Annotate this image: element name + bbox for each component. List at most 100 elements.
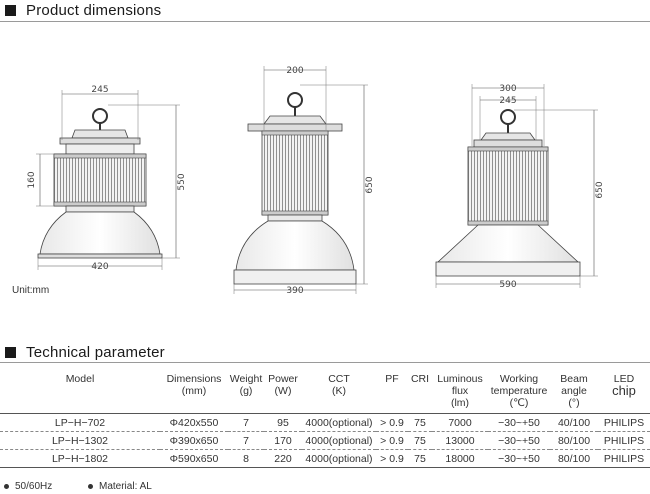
table-cell: PHILIPS <box>598 431 650 450</box>
bullet-icon <box>4 484 9 489</box>
column-header-line: Dimensions <box>166 373 222 385</box>
table-cell: 7000 <box>432 413 488 432</box>
column-header-line: (K) <box>332 385 346 397</box>
lamp-2-total-height: 650 <box>365 176 375 193</box>
column-header-line: Power <box>268 373 298 385</box>
lamp-1-total-height: 550 <box>177 173 187 190</box>
lamp-3-top-width-outer: 300 <box>499 84 516 94</box>
table-cell: LP−H−1802 <box>0 449 160 468</box>
column-header-line: (g) <box>239 385 253 397</box>
footer-note-text: 50/60Hz <box>15 481 53 492</box>
table-cell: LP−H−1302 <box>0 431 160 450</box>
table-cell: Φ390x650 <box>160 431 228 450</box>
bullet-icon <box>88 484 93 489</box>
technical-parameter-header: Technical parameter <box>5 344 165 361</box>
column-header-line: Beam <box>560 373 588 385</box>
section-divider <box>0 21 650 22</box>
table-cell: 75 <box>408 431 432 450</box>
footer-note-text: Material: AL <box>99 481 152 492</box>
column-header-line: (mm) <box>181 385 207 397</box>
table-cell: PHILIPS <box>598 413 650 432</box>
table-cell: 13000 <box>432 431 488 450</box>
lamp-3-bottom-width: 590 <box>499 280 516 290</box>
footer-note-frequency: 50/60Hz <box>4 481 52 492</box>
column-header-line: CCT <box>328 373 350 385</box>
hook-icon <box>92 108 108 124</box>
dimension-drawings: 245 160 550 420 200 650 39 <box>27 66 605 296</box>
column-header-line: (℃) <box>509 397 529 409</box>
column-header: CRI <box>408 371 432 414</box>
table-cell: 95 <box>264 413 302 432</box>
table-cell: 7 <box>228 431 264 450</box>
section-square-icon <box>5 347 16 358</box>
lamp-3-top-width-inner: 245 <box>499 96 516 106</box>
lamp-3-total-height: 650 <box>595 181 605 198</box>
column-header: Power(W) <box>264 371 302 414</box>
section-square-icon <box>5 5 16 16</box>
footer-note-material: Material: AL <box>88 481 152 492</box>
column-header: Dimensions(mm) <box>160 371 228 414</box>
column-header: Model <box>0 371 160 414</box>
table-cell: 75 <box>408 413 432 432</box>
column-header-line: (lm) <box>450 397 470 409</box>
table-cell: −30~+50 <box>488 449 550 468</box>
column-header-line: LED <box>613 373 635 385</box>
hook-icon <box>500 109 516 125</box>
column-header: Weight(g) <box>228 371 264 414</box>
lamp-2-drawing: 200 650 390 <box>233 66 375 296</box>
table-cell: 8 <box>228 449 264 468</box>
column-header-line: Luminous <box>437 373 483 385</box>
section-title: Technical parameter <box>26 344 165 361</box>
table-cell: 80/100 <box>550 431 598 450</box>
table-cell: 40/100 <box>550 413 598 432</box>
lamp-1-top-width: 245 <box>91 85 108 95</box>
lamp-1-drawing: 245 160 550 420 <box>27 85 187 272</box>
column-header-line: (W) <box>274 385 292 397</box>
section-title: Product dimensions <box>26 2 162 19</box>
table-cell: 170 <box>264 431 302 450</box>
column-header-line: angle <box>561 385 587 397</box>
column-header-line: (°) <box>568 397 580 409</box>
column-header-line: flux <box>451 385 469 397</box>
section-divider <box>0 362 650 363</box>
table-cell: 220 <box>264 449 302 468</box>
table-cell: 18000 <box>432 449 488 468</box>
lamp-2-top-width: 200 <box>286 66 303 76</box>
hook-icon <box>287 92 303 108</box>
column-header-line: Working <box>499 373 539 385</box>
table-cell: Φ420x550 <box>160 413 228 432</box>
column-header-line: temperature <box>490 385 548 397</box>
column-header: PF <box>376 371 408 414</box>
table-cell: 4000(optional) <box>302 431 376 450</box>
product-dimensions-header: Product dimensions <box>5 2 161 19</box>
column-header-line: Model <box>65 373 95 385</box>
column-header-line: CRI <box>410 373 430 385</box>
table-cell: −30~+50 <box>488 413 550 432</box>
lamp-3-drawing: 300 245 650 590 <box>435 84 605 290</box>
lamp-2-bottom-width: 390 <box>286 286 303 296</box>
table-cell: 75 <box>408 449 432 468</box>
column-header: CCT(K) <box>302 371 376 414</box>
table-cell: −30~+50 <box>488 431 550 450</box>
column-header-line: chip <box>612 383 636 398</box>
column-header-line: PF <box>385 373 399 385</box>
table-cell: 80/100 <box>550 449 598 468</box>
table-cell: 4000(optional) <box>302 449 376 468</box>
table-cell: 7 <box>228 413 264 432</box>
table-cell: 4000(optional) <box>302 413 376 432</box>
table-cell: LP−H−702 <box>0 413 160 432</box>
table-cell: > 0.9 <box>376 449 408 468</box>
table-cell: PHILIPS <box>598 449 650 468</box>
lamp-1-mid-height: 160 <box>27 171 37 188</box>
table-cell: > 0.9 <box>376 431 408 450</box>
